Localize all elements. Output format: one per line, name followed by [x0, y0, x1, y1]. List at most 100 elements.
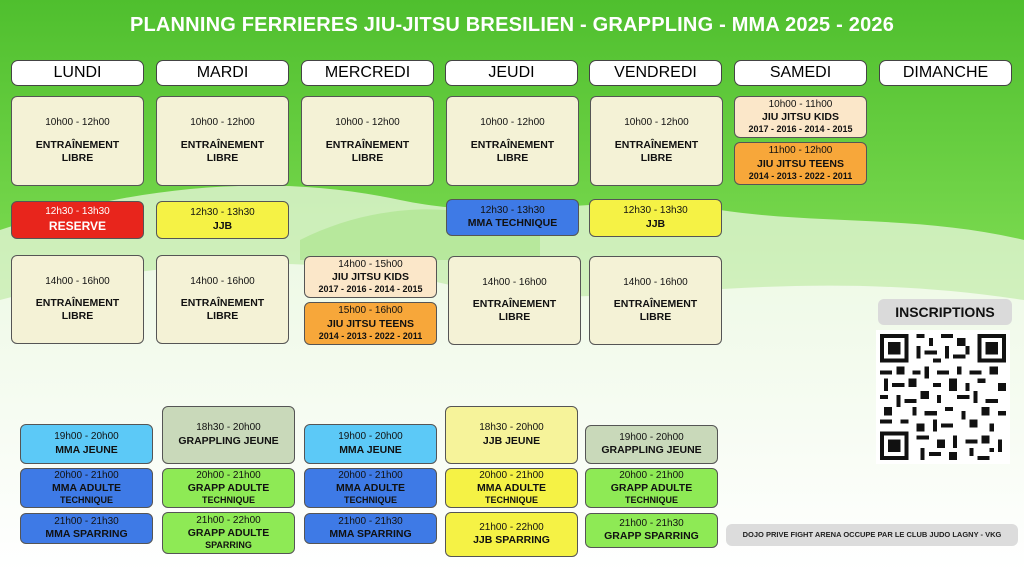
slot-sub: SPARRING	[205, 540, 252, 551]
footer-note: DOJO PRIVE FIGHT ARENA OCCUPE PAR LE CLU…	[726, 524, 1018, 546]
slot-name: MMA SPARRING	[329, 528, 412, 541]
slot-time: 20h00 - 21h00	[619, 469, 684, 481]
inscriptions-label: INSCRIPTIONS	[878, 299, 1012, 325]
slot-name: GRAPP ADULTE	[187, 527, 270, 540]
slot-samedi-jiu-jitsu-kids: 10h00 - 11h00 JIU JITSU KIDS 2017 - 2016…	[734, 96, 867, 138]
slot-name: ENTRAÎNEMENT	[180, 297, 265, 310]
slot-name: ENTRAÎNEMENT	[472, 298, 557, 311]
slot-name-2: LIBRE	[206, 310, 239, 323]
slot-jeudi-jjb-sparring: 21h00 - 22h00 JJB SPARRING	[445, 512, 578, 557]
slot-time: 14h00 - 16h00	[623, 276, 688, 288]
slot-sub: TECHNIQUE	[201, 495, 255, 506]
slot-name-2: LIBRE	[61, 151, 94, 164]
slot-name: MMA TECHNIQUE	[467, 217, 558, 230]
slot-lundi-entrainement-aprem: 14h00 - 16h00 ENTRAÎNEMENT LIBRE	[11, 255, 144, 344]
slot-time: 10h00 - 11h00	[768, 98, 833, 110]
slot-time: 10h00 - 12h00	[45, 117, 110, 129]
slot-time: 21h00 - 22h00	[196, 514, 261, 526]
slot-time: 18h30 - 20h00	[196, 422, 261, 434]
qr-code-icon[interactable]	[876, 330, 1010, 464]
slot-name: GRAPP ADULTE	[610, 482, 693, 495]
slot-name: ENTRAÎNEMENT	[325, 138, 410, 151]
slot-sub: TECHNIQUE	[59, 495, 113, 506]
slot-time: 20h00 - 21h00	[54, 469, 119, 481]
slot-mardi-jjb: 12h30 - 13h30 JJB	[156, 201, 289, 239]
slot-time: 11h00 - 12h00	[768, 145, 833, 157]
day-header-vendredi: VENDREDI	[589, 60, 722, 86]
slot-name: JIU JITSU TEENS	[757, 157, 844, 170]
slot-sub: 2017 - 2016 - 2014 - 2015	[318, 284, 423, 295]
slot-jeudi-jjb-jeune: 18h30 - 20h00 JJB JEUNE	[445, 406, 578, 464]
slot-time: 14h00 - 16h00	[482, 276, 547, 288]
slot-time: 14h00 - 15h00	[338, 258, 403, 270]
slot-time: 12h30 - 13h30	[45, 206, 110, 218]
slot-jeudi-entrainement-matin: 10h00 - 12h00 ENTRAÎNEMENT LIBRE	[446, 96, 579, 186]
slot-sub: 2014 - 2013 - 2022 - 2011	[748, 170, 853, 181]
slot-time: 12h30 - 13h30	[190, 207, 255, 219]
slot-mercredi-jiu-jitsu-teens: 15h00 - 16h00 JIU JITSU TEENS 2014 - 201…	[304, 302, 437, 345]
slot-name-2: LIBRE	[351, 151, 384, 164]
slot-name: ENTRAÎNEMENT	[35, 297, 120, 310]
slot-time: 12h30 - 13h30	[623, 205, 688, 217]
slot-name: GRAPP ADULTE	[187, 482, 270, 495]
slot-lundi-reserve: 12h30 - 13h30 RESERVE	[11, 201, 144, 239]
slot-mercredi-mma-sparring: 21h00 - 21h30 MMA SPARRING	[304, 513, 437, 544]
slot-sub: 2014 - 2013 - 2022 - 2011	[318, 330, 423, 341]
slot-name: JIU JITSU KIDS	[761, 111, 840, 124]
slot-time: 18h30 - 20h00	[479, 422, 544, 434]
slot-name: MMA ADULTE	[51, 482, 121, 495]
slot-name: MMA ADULTE	[335, 482, 405, 495]
slot-time: 10h00 - 12h00	[335, 117, 400, 129]
day-header-mardi: MARDI	[156, 60, 289, 86]
slot-time: 12h30 - 13h30	[480, 204, 545, 216]
slot-name: ENTRAÎNEMENT	[613, 298, 698, 311]
slot-name: MMA ADULTE	[476, 482, 546, 495]
slot-mardi-grapp-adulte-sparring: 21h00 - 22h00 GRAPP ADULTE SPARRING	[162, 512, 295, 554]
slot-time: 21h00 - 22h00	[479, 521, 544, 533]
slot-name: ENTRAÎNEMENT	[180, 138, 265, 151]
slot-lundi-mma-jeune: 19h00 - 20h00 MMA JEUNE	[20, 424, 153, 464]
slot-time: 21h00 - 21h30	[54, 515, 119, 527]
slot-name: RESERVE	[48, 218, 107, 233]
slot-name: ENTRAÎNEMENT	[470, 138, 555, 151]
day-header-lundi: LUNDI	[11, 60, 144, 86]
day-header-samedi: SAMEDI	[734, 60, 867, 86]
slot-lundi-mma-sparring: 21h00 - 21h30 MMA SPARRING	[20, 513, 153, 544]
slot-name: JJB JEUNE	[482, 434, 541, 447]
slot-name: JJB	[212, 219, 233, 232]
slot-sub: 2017 - 2016 - 2014 - 2015	[748, 124, 853, 135]
slot-name: ENTRAÎNEMENT	[614, 138, 699, 151]
slot-time: 19h00 - 20h00	[54, 431, 119, 443]
slot-mercredi-mma-jeune: 19h00 - 20h00 MMA JEUNE	[304, 424, 437, 464]
day-header-mercredi: MERCREDI	[301, 60, 434, 86]
slot-jeudi-mma-technique: 12h30 - 13h30 MMA TECHNIQUE	[446, 199, 579, 236]
slot-name-2: LIBRE	[496, 151, 529, 164]
slot-name: ENTRAÎNEMENT	[35, 138, 120, 151]
slot-time: 21h00 - 21h30	[338, 515, 403, 527]
slot-sub: TECHNIQUE	[484, 495, 538, 506]
slot-vendredi-grapp-adulte-technique: 20h00 - 21h00 GRAPP ADULTE TECHNIQUE	[585, 468, 718, 508]
slot-name: GRAPP SPARRING	[604, 530, 699, 543]
day-header-jeudi: JEUDI	[445, 60, 578, 86]
page-title: PLANNING FERRIERES JIU-JITSU BRESILIEN -…	[129, 14, 895, 36]
slot-time: 19h00 - 20h00	[619, 431, 684, 443]
slot-samedi-jiu-jitsu-teens: 11h00 - 12h00 JIU JITSU TEENS 2014 - 201…	[734, 142, 867, 185]
slot-lundi-mma-adulte: 20h00 - 21h00 MMA ADULTE TECHNIQUE	[20, 468, 153, 508]
slot-lundi-entrainement-matin: 10h00 - 12h00 ENTRAÎNEMENT LIBRE	[11, 96, 144, 186]
slot-mercredi-entrainement-matin: 10h00 - 12h00 ENTRAÎNEMENT LIBRE	[301, 96, 434, 186]
slot-time: 14h00 - 16h00	[45, 275, 110, 287]
slot-time: 19h00 - 20h00	[338, 431, 403, 443]
slot-mardi-grappling-jeune: 18h30 - 20h00 GRAPPLING JEUNE	[162, 406, 295, 464]
slot-time: 14h00 - 16h00	[190, 275, 255, 287]
slot-time: 21h00 - 21h30	[619, 517, 684, 529]
slot-name: MMA JEUNE	[55, 443, 118, 456]
slot-time: 10h00 - 12h00	[190, 117, 255, 129]
slot-jeudi-mma-adulte: 20h00 - 21h00 MMA ADULTE TECHNIQUE	[445, 468, 578, 508]
slot-vendredi-grapp-sparring: 21h00 - 21h30 GRAPP SPARRING	[585, 513, 718, 548]
slot-name-2: LIBRE	[498, 311, 531, 324]
slot-name: MMA JEUNE	[339, 443, 402, 456]
slot-name-2: LIBRE	[640, 151, 673, 164]
slot-mercredi-jiu-jitsu-kids: 14h00 - 15h00 JIU JITSU KIDS 2017 - 2016…	[304, 256, 437, 298]
slot-name-2: LIBRE	[206, 151, 239, 164]
slot-name: GRAPPLING JEUNE	[178, 434, 279, 447]
